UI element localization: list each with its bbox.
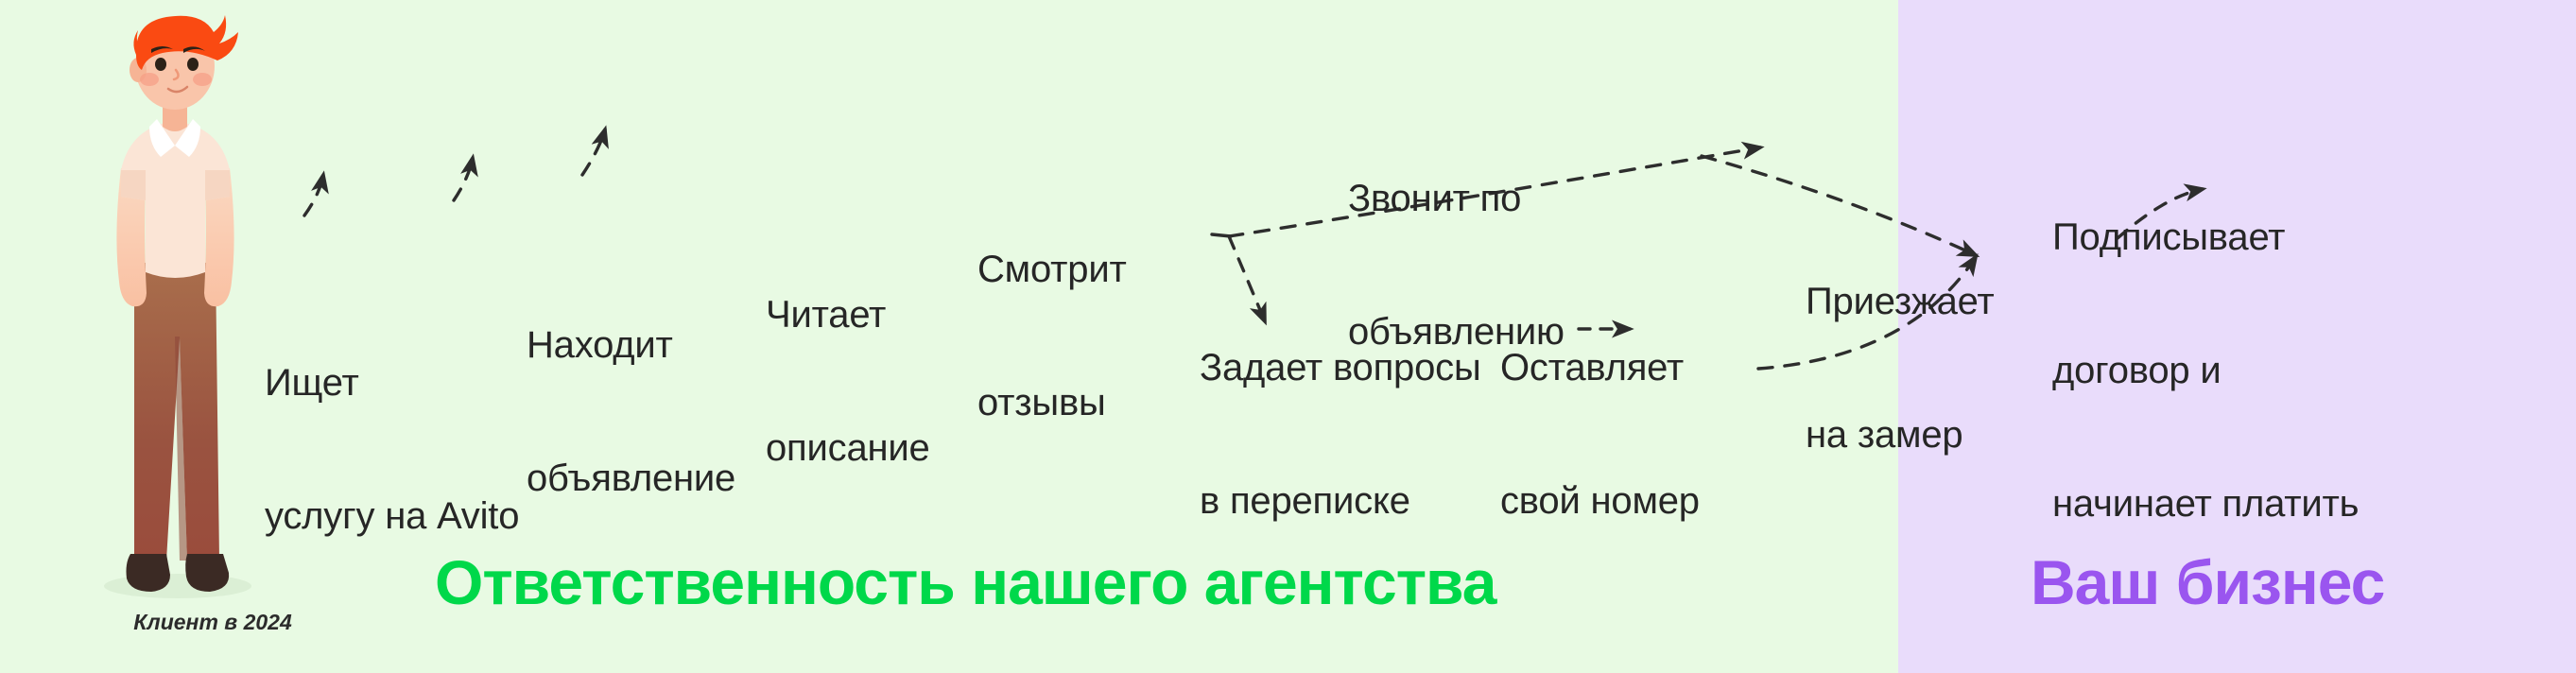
- flow-node-read-description: Читает описание: [766, 204, 930, 560]
- client-caption: Клиент в 2024: [133, 610, 292, 634]
- flow-node-line: услугу на Avito: [265, 495, 520, 537]
- flow-node-leaves-number: Оставляет свой номер: [1500, 257, 1700, 613]
- flow-node-line: свой номер: [1500, 480, 1700, 522]
- flow-node-line: Находит: [527, 324, 673, 366]
- flow-node-line: договор и: [2052, 350, 2222, 391]
- flow-node-line: Оставляет: [1500, 347, 1685, 388]
- flow-node-search: Ищет услугу на Avito: [265, 272, 519, 628]
- flow-node-line: объявлению: [1348, 311, 1565, 353]
- flow-node-line: Задает вопросы: [1200, 347, 1481, 388]
- flow-node-calls-listing: Звонит по объявлению: [1348, 88, 1565, 443]
- client-illustration: [104, 15, 251, 598]
- flow-node-line: Читает: [766, 294, 887, 336]
- flow-node-signs-contract: Подписывает договор и начинает платить: [2052, 127, 2360, 615]
- flow-node-view-reviews: Смотрит отзывы: [977, 159, 1127, 514]
- flow-node-line: Подписывает: [2052, 216, 2286, 258]
- flow-node-line: в переписке: [1200, 480, 1410, 522]
- flow-node-line: объявление: [527, 457, 736, 499]
- flow-node-find-listing: Находит объявление: [527, 234, 735, 590]
- panel-your-business: [1898, 0, 2576, 673]
- flow-node-line: на замер: [1806, 414, 1963, 456]
- flow-node-line: Приезжает: [1806, 281, 1995, 322]
- flow-node-line: начинает платить: [2052, 483, 2360, 525]
- flow-node-arrives-for-measurement: Приезжает на замер: [1806, 191, 1995, 546]
- panel-agency-responsibility: [0, 0, 1898, 673]
- heading-agency-responsibility: Ответственность нашего агентства: [435, 547, 1496, 617]
- flow-node-line: Звонит по: [1348, 178, 1522, 219]
- heading-your-business: Ваш бизнес: [2031, 547, 2385, 617]
- flow-node-line: Смотрит: [977, 249, 1127, 290]
- flow-node-asks-in-chat: Задает вопросы в переписке: [1200, 257, 1481, 613]
- flow-node-line: отзывы: [977, 382, 1106, 423]
- flow-node-line: Ищет: [265, 362, 359, 404]
- flow-node-line: описание: [766, 427, 930, 469]
